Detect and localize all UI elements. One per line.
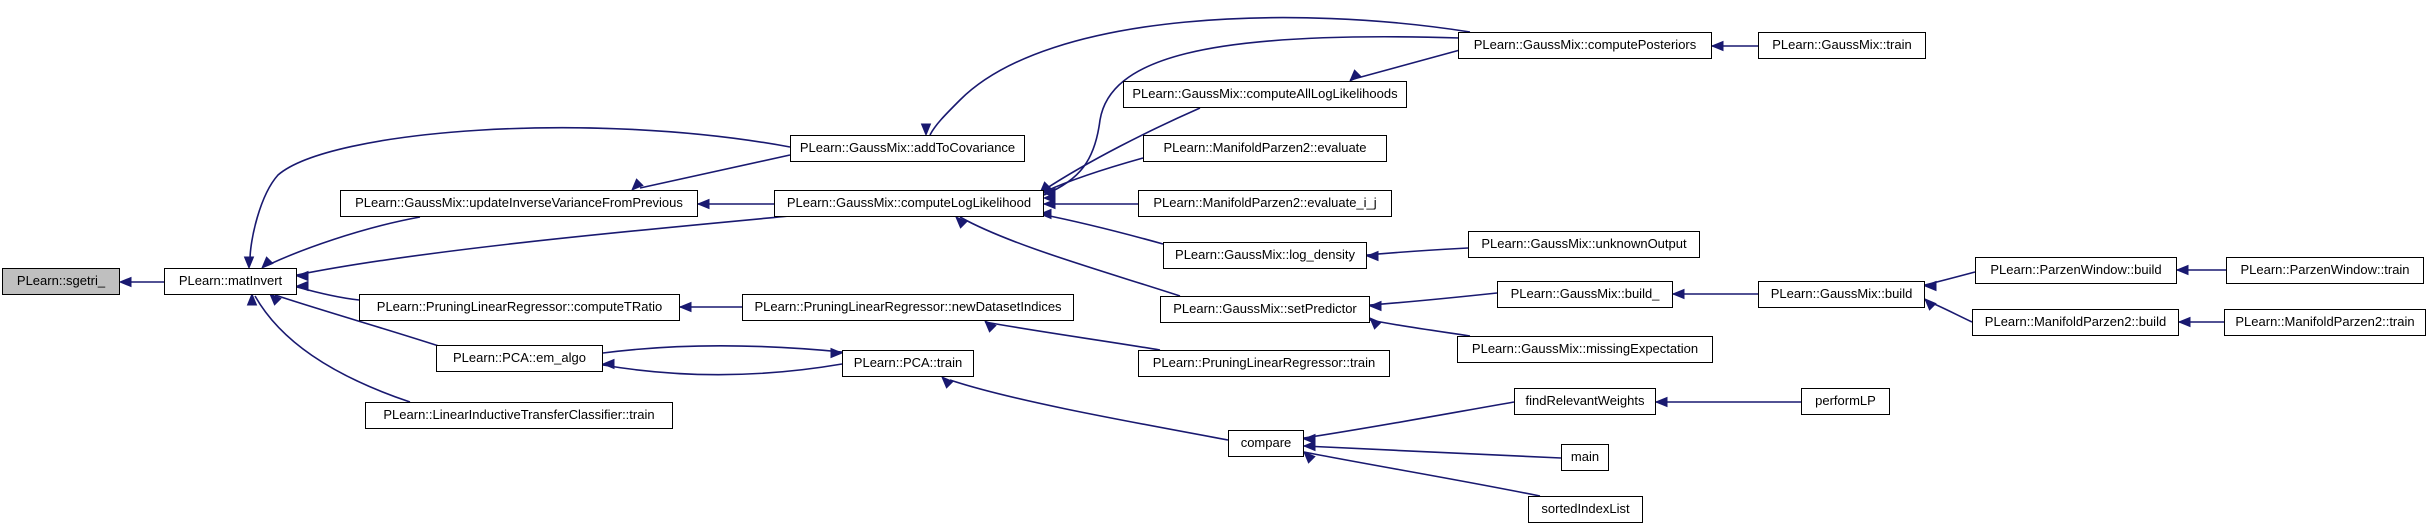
node-log_density[interactable]: PLearn::GaussMix::log_density — [1163, 242, 1367, 269]
edge-pca_train-em_algo — [602, 363, 843, 376]
edge-compare-pca_train — [949, 379, 1229, 441]
edge-computePosteriors-addToCovariance — [929, 16, 1471, 136]
arrowhead-pw_train-pw_build — [2175, 264, 2189, 276]
node-newDatasetIndices[interactable]: PLearn::PruningLinearRegressor::newDatas… — [742, 294, 1074, 321]
arrowhead-mp2_train-mp2_build — [2177, 316, 2191, 328]
edge-findRelevantWeights-compare — [1303, 401, 1515, 439]
edge-em_algo-pca_train — [602, 344, 843, 354]
arrowhead-mp2_evaluate-computeLogLikelihood — [1042, 187, 1056, 199]
arrowhead-mp2_evaluate_i_j-computeLogLikelihood — [1042, 198, 1056, 210]
arrowhead-sortedIndexList-compare — [1303, 451, 1316, 464]
node-updateInverseVariance[interactable]: PLearn::GaussMix::updateInverseVarianceF… — [340, 190, 698, 217]
arrowhead-addToCovariance-matInvert — [243, 256, 255, 270]
arrowhead-main-compare — [1302, 440, 1316, 452]
edge-setPredictor-computeLogLikelihood — [959, 216, 1181, 297]
arrowhead-updateInverseVariance-matInvert — [261, 256, 274, 269]
arrowhead-newDatasetIndices-computeTRatio — [678, 301, 692, 313]
arrowhead-findRelevantWeights-compare — [1302, 433, 1316, 445]
arrowhead-litc_train-matInvert — [246, 292, 258, 306]
node-missingExpectation[interactable]: PLearn::GaussMix::missingExpectation — [1457, 336, 1713, 363]
edge-updateInverseVariance-matInvert — [267, 216, 421, 266]
arrowhead-unknownOutput-log_density — [1365, 250, 1379, 262]
node-mp2_build[interactable]: PLearn::ManifoldParzen2::build — [1972, 309, 2179, 336]
arrowhead-computeTRatio-matInvert — [295, 280, 309, 292]
edge-log_density-computeLogLikelihood — [1039, 213, 1164, 245]
arrowhead-performLP-findRelevantWeights — [1654, 396, 1668, 408]
arrowhead-log_density-computeLogLikelihood — [1038, 208, 1052, 220]
node-em_algo[interactable]: PLearn::PCA::em_algo — [436, 345, 603, 372]
edge-main-compare — [1303, 445, 1562, 459]
edge-mp2_evaluate-computeLogLikelihood — [1043, 157, 1144, 193]
node-pw_build[interactable]: PLearn::ParzenWindow::build — [1975, 257, 2177, 284]
node-mp2_evaluate_i_j[interactable]: PLearn::ManifoldParzen2::evaluate_i_j — [1138, 190, 1392, 217]
node-matInvert[interactable]: PLearn::matInvert — [164, 268, 297, 295]
arrowhead-compare-pca_train — [941, 376, 954, 389]
node-findRelevantWeights[interactable]: findRelevantWeights — [1514, 388, 1656, 415]
arrowhead-build_-setPredictor — [1368, 300, 1382, 312]
arrowhead-plr_train-newDatasetIndices — [984, 320, 997, 333]
edge-litc_train-matInvert — [254, 295, 411, 403]
arrowhead-gm_build-build_ — [1671, 288, 1685, 300]
node-computeTRatio[interactable]: PLearn::PruningLinearRegressor::computeT… — [359, 294, 680, 321]
node-setPredictor[interactable]: PLearn::GaussMix::setPredictor — [1160, 296, 1370, 323]
node-gm_train[interactable]: PLearn::GaussMix::train — [1758, 32, 1926, 59]
node-addToCovariance[interactable]: PLearn::GaussMix::addToCovariance — [790, 135, 1025, 162]
edge-plr_train-newDatasetIndices — [984, 321, 1161, 351]
arrowhead-addToCovariance-updateInverseVariance — [631, 178, 644, 191]
arrowhead-matInvert-sgetri — [118, 276, 132, 288]
node-performLP[interactable]: performLP — [1801, 388, 1890, 415]
edge-unknownOutput-log_density — [1366, 247, 1469, 256]
edge-addToCovariance-updateInverseVariance — [639, 154, 791, 189]
node-unknownOutput[interactable]: PLearn::GaussMix::unknownOutput — [1468, 231, 1700, 258]
node-pca_train[interactable]: PLearn::PCA::train — [842, 350, 974, 377]
edge-addToCovariance-matInvert — [249, 126, 791, 261]
edge-computePosteriors-computeAllLogLikelihoods — [1349, 49, 1461, 81]
edge-missingExpectation-setPredictor — [1369, 319, 1471, 337]
arrowhead-em_algo-matInvert — [269, 293, 282, 306]
arrowhead-gm_train-computePosteriors — [1710, 40, 1724, 52]
node-pw_train[interactable]: PLearn::ParzenWindow::train — [2226, 257, 2424, 284]
node-computeLogLikelihood[interactable]: PLearn::GaussMix::computeLogLikelihood — [774, 190, 1044, 217]
arrowhead-computeLogLikelihood-matInvert — [295, 270, 309, 282]
arrowhead-missingExpectation-setPredictor — [1369, 317, 1382, 330]
arrowhead-pw_build-gm_build — [1923, 280, 1937, 292]
arrowhead-computePosteriors-addToCovariance — [920, 123, 932, 137]
node-sortedIndexList[interactable]: sortedIndexList — [1528, 496, 1643, 523]
arrowhead-em_algo-pca_train — [830, 347, 844, 359]
edge-computePosteriors-computeLogLikelihood — [1043, 35, 1461, 196]
node-plr_train[interactable]: PLearn::PruningLinearRegressor::train — [1138, 350, 1390, 377]
edge-sortedIndexList-compare — [1303, 451, 1541, 497]
node-mp2_train[interactable]: PLearn::ManifoldParzen2::train — [2224, 309, 2426, 336]
node-sgetri: PLearn::sgetri_ — [2, 268, 120, 295]
node-build_[interactable]: PLearn::GaussMix::build_ — [1497, 281, 1673, 308]
node-main[interactable]: main — [1561, 444, 1609, 471]
arrowhead-mp2_build-gm_build — [1924, 298, 1937, 311]
node-litc_train[interactable]: PLearn::LinearInductiveTransferClassifie… — [365, 402, 673, 429]
node-computePosteriors[interactable]: PLearn::GaussMix::computePosteriors — [1458, 32, 1712, 59]
edge-build_-setPredictor — [1369, 292, 1498, 306]
edge-computeLogLikelihood-matInvert — [296, 215, 791, 276]
arrowhead-computeLogLikelihood-updateInverseVariance — [696, 198, 710, 210]
edge-em_algo-matInvert — [274, 294, 446, 349]
arrowhead-setPredictor-computeLogLikelihood — [955, 216, 968, 229]
node-compare[interactable]: compare — [1228, 430, 1304, 457]
node-mp2_evaluate[interactable]: PLearn::ManifoldParzen2::evaluate — [1143, 135, 1387, 162]
arrowhead-computePosteriors-computeAllLogLikelihoods — [1349, 69, 1362, 82]
node-computeAllLogLikelihoods[interactable]: PLearn::GaussMix::computeAllLogLikelihoo… — [1123, 81, 1407, 108]
edge-computeAllLogLikelihoods-computeLogLikelihood — [1043, 107, 1201, 191]
arrowhead-pca_train-em_algo — [601, 358, 615, 370]
node-gm_build[interactable]: PLearn::GaussMix::build — [1758, 281, 1925, 308]
